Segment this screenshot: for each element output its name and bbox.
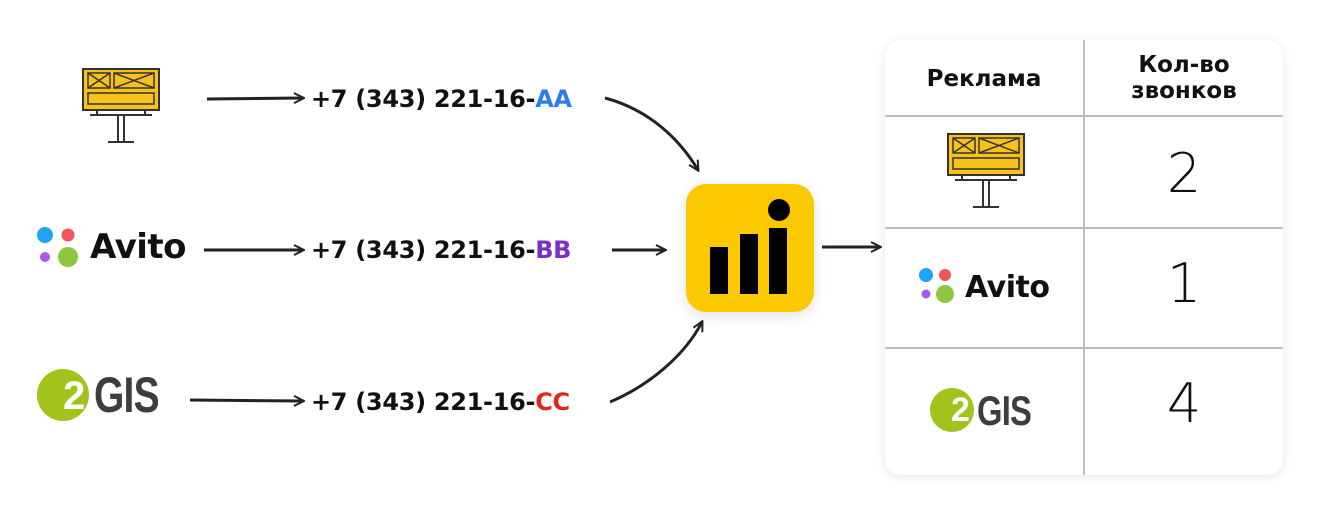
phone-prefix: +7 (343) 221-16- <box>311 85 536 113</box>
phone-number-aa: +7 (343) 221-16-AA <box>311 85 572 113</box>
row-divider <box>885 347 1283 349</box>
phone-prefix: +7 (343) 221-16- <box>311 236 536 264</box>
2gis-logo-text: GIS <box>94 367 160 423</box>
analytics-icon <box>710 199 790 294</box>
header-calls-line1: Кол-во <box>1138 52 1230 78</box>
phone-suffix: CC <box>535 388 570 416</box>
phone-number-cc: +7 (343) 221-16-CC <box>311 388 570 416</box>
2gis-digit: 2 <box>63 374 86 418</box>
arrow-phone-cc-to-hub <box>609 322 702 404</box>
2gis-logo: 2 GIS <box>929 385 1059 435</box>
avito-logo-text: Avito <box>90 227 187 267</box>
phone-number-bb: +7 (343) 221-16-BB <box>311 236 571 264</box>
header-calls-line2: звонков <box>1131 78 1237 104</box>
phone-suffix: BB <box>535 236 572 264</box>
row-divider <box>885 115 1283 117</box>
avito-dots-icon <box>37 227 78 267</box>
calls-count: 4 <box>1166 372 1202 435</box>
header-ad: Реклама <box>926 66 1042 92</box>
phone-prefix: +7 (343) 221-16- <box>311 388 536 416</box>
2gis-circle-icon <box>930 388 974 432</box>
2gis-circle-icon <box>37 369 89 421</box>
2gis-logo-text: GIS <box>977 387 1032 434</box>
avito-logo-text: Avito <box>965 270 1050 305</box>
call-tracking-hub <box>686 184 814 312</box>
column-divider <box>1083 40 1085 475</box>
arrow-billboard-to-phone <box>206 98 303 99</box>
arrow-phone-aa-to-hub <box>604 96 698 170</box>
phone-suffix: AA <box>535 85 572 113</box>
billboard-icon <box>82 68 160 143</box>
row-divider <box>885 227 1283 229</box>
calls-count: 1 <box>1166 252 1202 315</box>
calls-count: 2 <box>1166 142 1202 205</box>
results-table: Реклама Кол-во звонков 2 Avito 1 2 GIS 4 <box>885 40 1283 475</box>
2gis-logo: 2 GIS <box>36 366 186 423</box>
billboard-icon <box>947 133 1025 208</box>
2gis-digit: 2 <box>951 391 970 429</box>
avito-dots-icon <box>919 268 954 303</box>
arrow-2gis-to-phone <box>189 400 303 401</box>
